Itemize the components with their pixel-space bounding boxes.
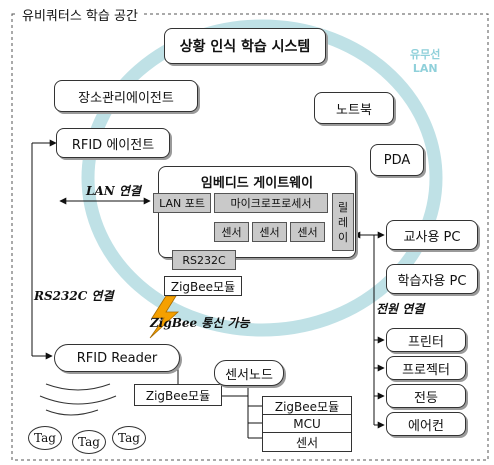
- sensor-node-box: 센서노드: [214, 360, 284, 386]
- rfid-reader-box: RFID Reader: [54, 344, 180, 372]
- learning-space-title: 유비쿼터스 학습 공간: [18, 5, 142, 24]
- lan-connection-label: LAN 연결: [86, 184, 141, 198]
- gateway-sensor-1: 센서: [214, 222, 249, 242]
- system-title-box: 상황 인식 학습 시스템: [164, 28, 326, 64]
- power-connection-label: 전원 연결: [376, 302, 425, 316]
- learning-space-border: [11, 13, 489, 461]
- sensor-node-mcu: MCU: [262, 414, 352, 434]
- rfid-agent-box: RFID 에이전트: [56, 128, 170, 158]
- rfid-tag-3: Tag: [112, 426, 146, 450]
- zigbee-communication-label: ZigBee 통신 가능: [150, 316, 250, 330]
- gateway-microprocessor: 마이크로프로세서: [214, 193, 328, 213]
- laptop-box: 노트북: [314, 92, 394, 124]
- sensor-node-zigbee: ZigBee모듈: [262, 396, 352, 416]
- rfid-tag-1: Tag: [28, 426, 62, 450]
- rfid-tag-2: Tag: [72, 430, 106, 454]
- gateway-rs232c: RS232C: [172, 250, 236, 270]
- wireless-lan-ring: [81, 19, 443, 337]
- gateway-sensor-3: 센서: [290, 222, 325, 242]
- printer-box: 프린터: [386, 328, 466, 352]
- rs232c-connection-label: RS232C 연결: [34, 289, 114, 303]
- gateway-lan-port: LAN 포트: [153, 193, 211, 213]
- gateway-title: 임베디드 게이트웨이: [200, 176, 314, 191]
- projector-box: 프로젝터: [386, 356, 466, 380]
- zigbee-lightning-icon: [149, 295, 180, 339]
- light-box: 전등: [386, 384, 466, 408]
- sensor-node-sensor: 센서: [262, 432, 352, 452]
- reader-zigbee-module: ZigBee모듈: [134, 384, 222, 406]
- gateway-relay: 릴 레 이: [332, 193, 354, 251]
- location-agent-box: 장소관리에이전트: [54, 80, 198, 112]
- wireless-lan-label: 유무선 LAN: [410, 48, 441, 75]
- gateway-zigbee-module: ZigBee모듈: [164, 276, 242, 296]
- teacher-pc-box: 교사용 PC: [386, 220, 478, 250]
- air-conditioner-box: 에어컨: [386, 412, 466, 436]
- learner-pc-box: 학습자용 PC: [386, 264, 478, 294]
- gateway-sensor-2: 센서: [252, 222, 287, 242]
- pda-box: PDA: [370, 144, 424, 176]
